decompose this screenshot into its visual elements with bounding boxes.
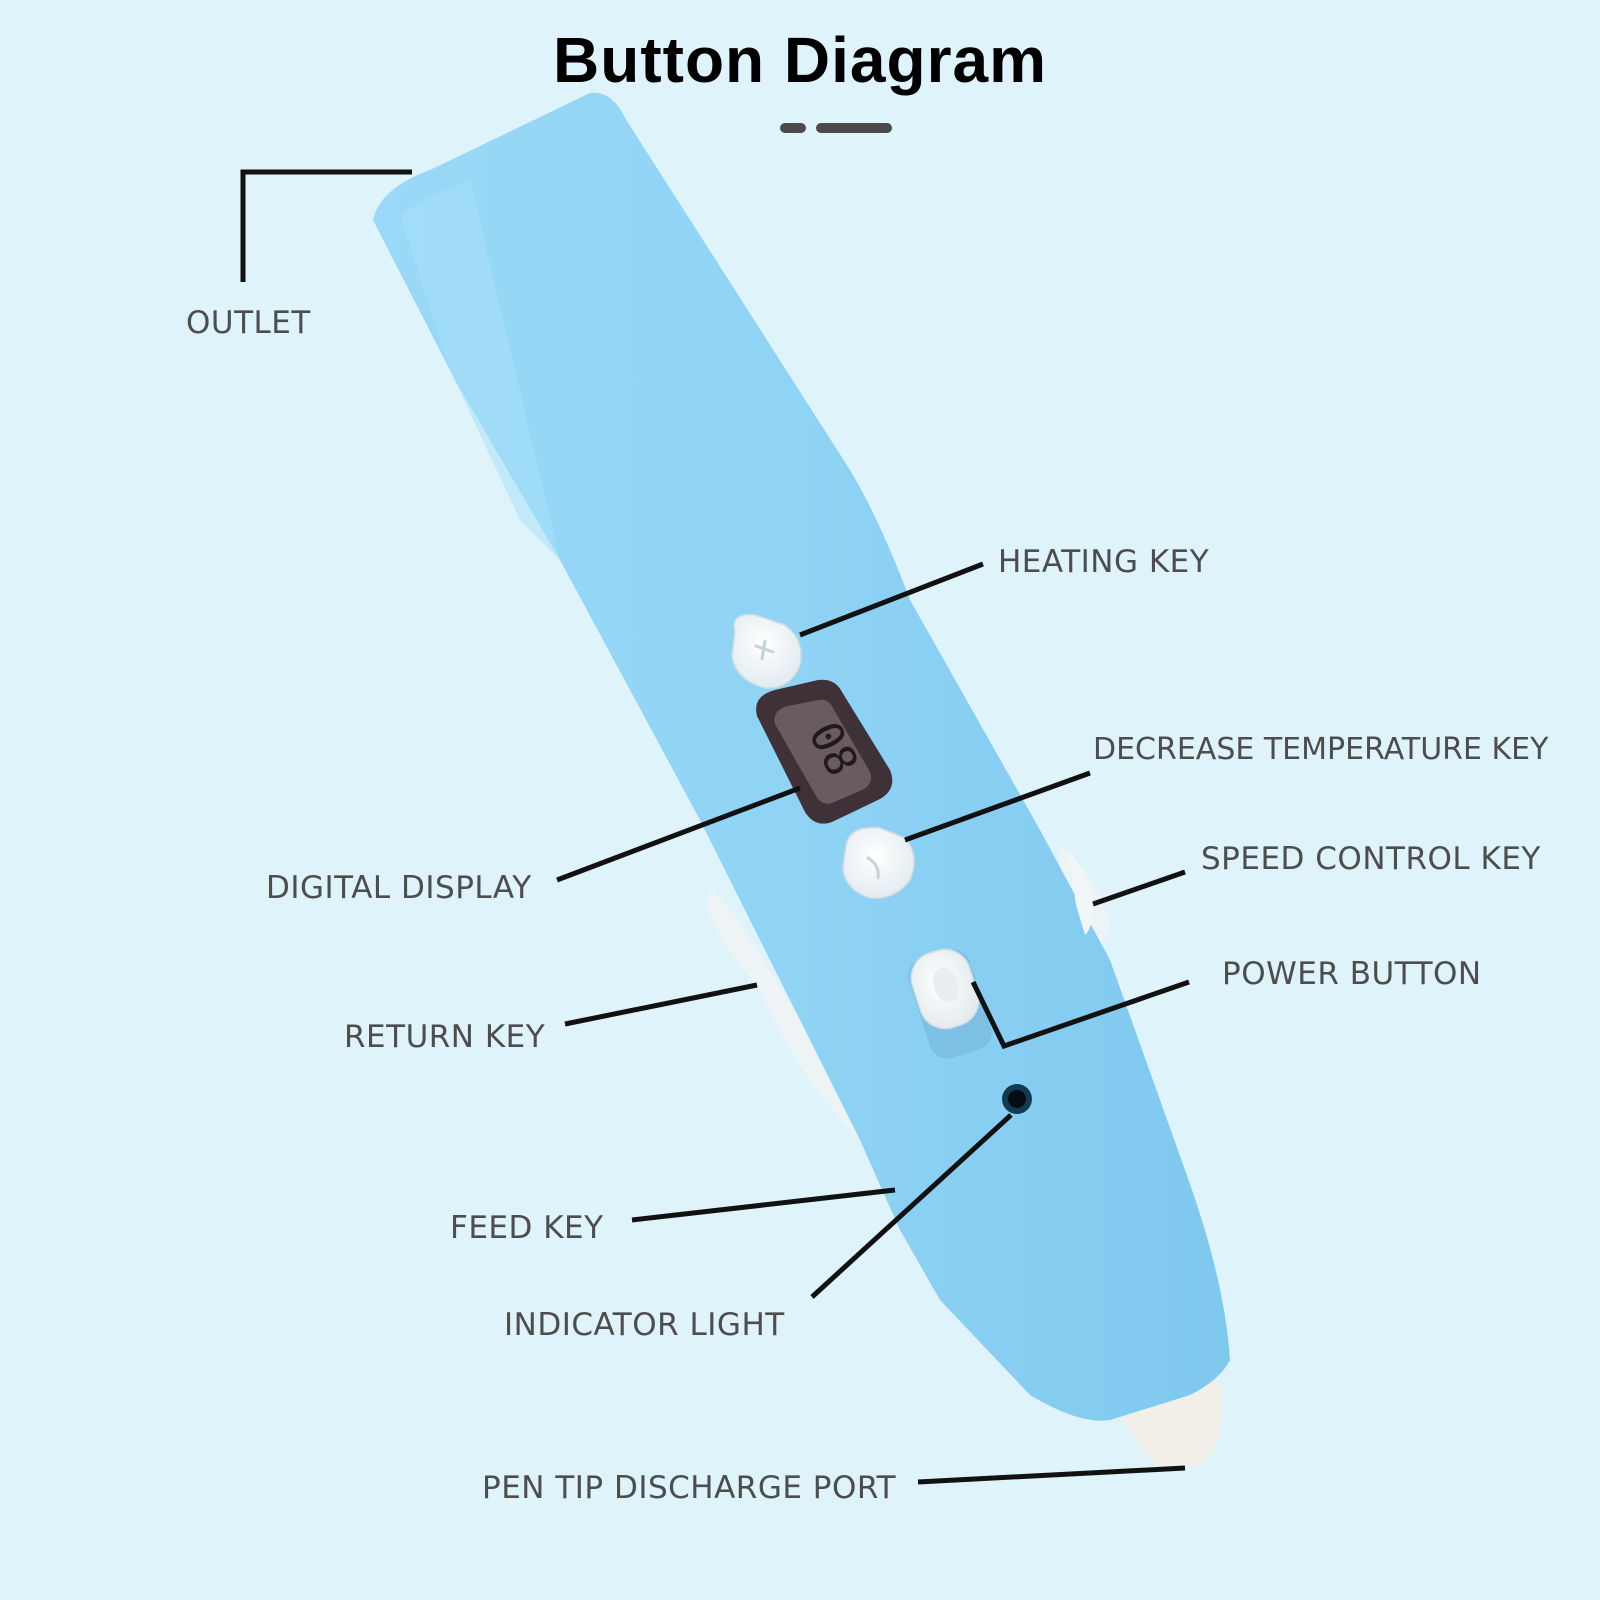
indicator-light-leader [810, 1113, 1013, 1299]
label-digital-display: DIGITAL DISPLAY [266, 870, 532, 906]
heating-key-leader [799, 561, 984, 638]
plus-icon [754, 639, 775, 661]
pen-body-highlight [400, 180, 560, 560]
minus-icon [866, 856, 880, 880]
decrease-temperature-key[interactable] [842, 826, 915, 899]
label-pen-tip-discharge-port: PEN TIP DISCHARGE PORT [482, 1470, 897, 1506]
title-underline-long [816, 123, 892, 133]
decrease-temperature-key-leader [904, 770, 1091, 843]
heating-key[interactable] [731, 613, 802, 689]
indicator-light [1002, 1084, 1032, 1114]
title-underline-short [780, 123, 806, 133]
label-return-key: RETURN KEY [344, 1019, 546, 1055]
label-heating-key: HEATING KEY [998, 544, 1210, 580]
digital-display-leader [556, 785, 801, 883]
digital-display: 08 [756, 679, 893, 824]
pen-tip-discharge-port-leader [917, 1465, 1186, 1485]
label-indicator-light: INDICATOR LIGHT [504, 1307, 785, 1343]
pen-tip-nozzle [1120, 1372, 1223, 1470]
outlet-leader [240, 169, 412, 282]
label-speed-control-key: SPEED CONTROL KEY [1201, 841, 1541, 877]
return-key-leader [564, 982, 758, 1027]
feed-key-leader [631, 1187, 896, 1223]
power-button-leader [970, 979, 1190, 1050]
label-power-button: POWER BUTTON [1222, 956, 1482, 992]
speed-control-key[interactable] [1068, 848, 1093, 935]
label-decrease-temperature-key: DECREASE TEMPERATURE KEY [1093, 732, 1549, 767]
power-button[interactable] [903, 943, 996, 1064]
label-feed-key: FEED KEY [450, 1210, 604, 1246]
speed-control-key-leader [1092, 869, 1186, 907]
label-outlet: OUTLET [186, 305, 311, 341]
diagram-title: Button Diagram [553, 24, 1047, 96]
pen-side-grip-left [708, 890, 930, 1260]
